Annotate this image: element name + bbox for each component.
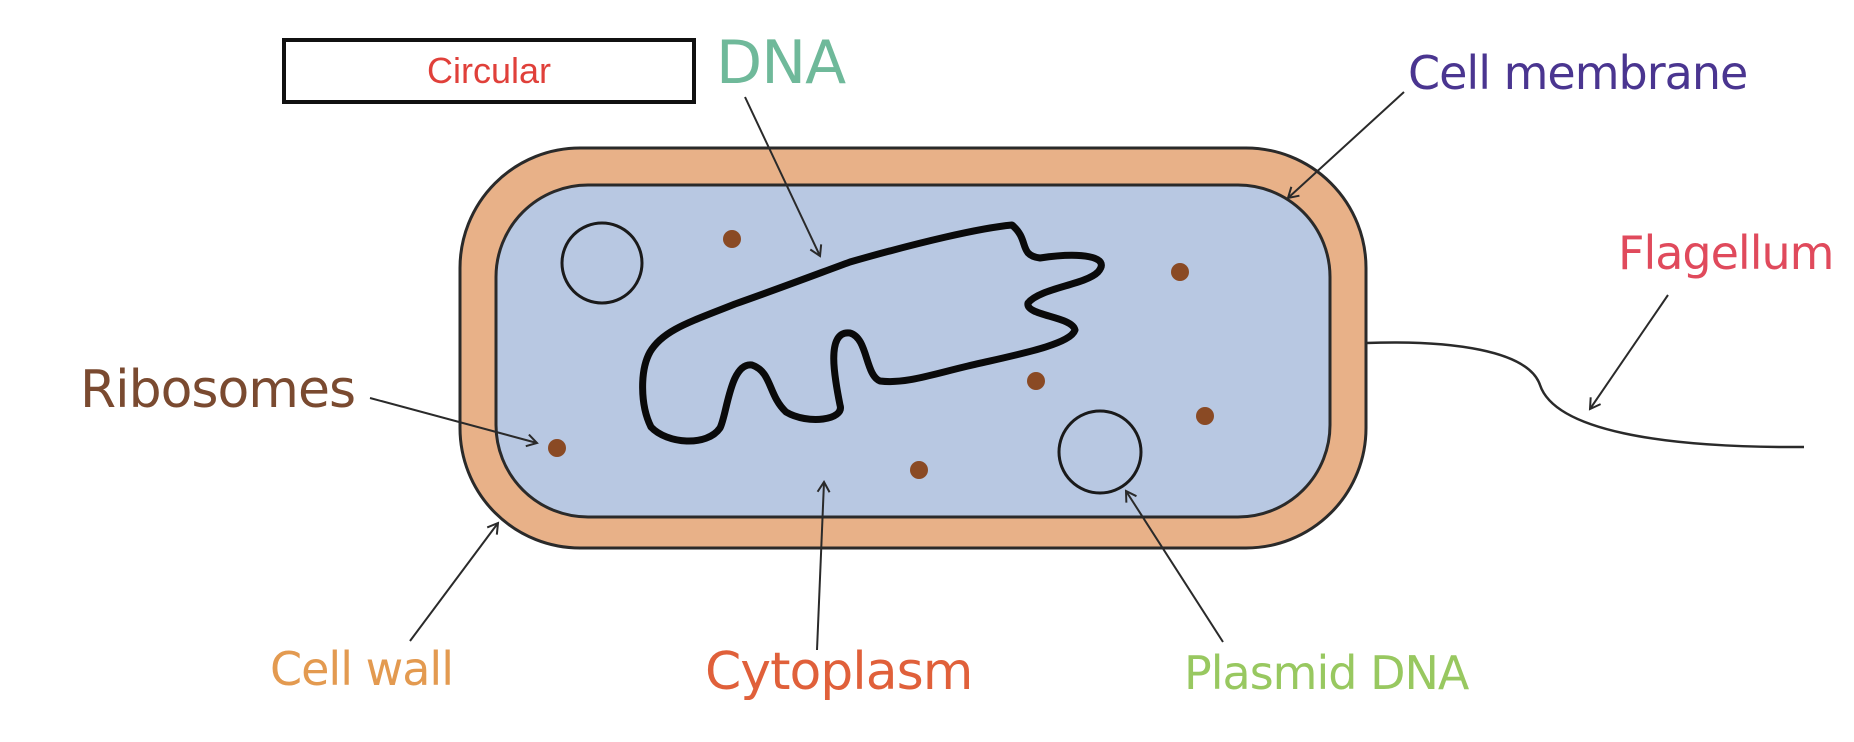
cytoplasm-arrow — [816, 480, 831, 651]
plasmid-2 — [1057, 409, 1143, 495]
cytoplasm-region — [494, 183, 1332, 519]
answer-box: Circular — [282, 38, 696, 104]
label-flagellum: Flagellum — [1618, 226, 1834, 280]
flagellum-arrow — [1588, 294, 1669, 411]
answer-box-text: Circular — [426, 50, 551, 91]
ribosome — [1027, 372, 1045, 390]
plasmid-1 — [560, 221, 644, 305]
ribosomes-arrow — [369, 397, 539, 448]
cell-wall-arrow — [409, 521, 500, 642]
label-dna: DNA — [716, 28, 846, 98]
label-plasmid-dna: Plasmid DNA — [1184, 646, 1469, 700]
dna-arrow — [744, 96, 823, 258]
circular-dna — [639, 221, 1105, 445]
label-cell-wall: Cell wall — [270, 642, 454, 696]
flagellum — [1365, 341, 1805, 449]
cell-membrane-arrow — [1286, 91, 1405, 200]
ribosome — [548, 439, 566, 457]
ribosome — [723, 230, 741, 248]
label-ribosomes: Ribosomes — [80, 360, 356, 420]
label-cell-membrane: Cell membrane — [1408, 46, 1748, 100]
ribosome — [1196, 407, 1214, 425]
plasmid-dna-arrow — [1124, 489, 1224, 643]
ribosome — [910, 461, 928, 479]
ribosome — [1171, 263, 1189, 281]
label-cytoplasm: Cytoplasm — [705, 642, 973, 702]
